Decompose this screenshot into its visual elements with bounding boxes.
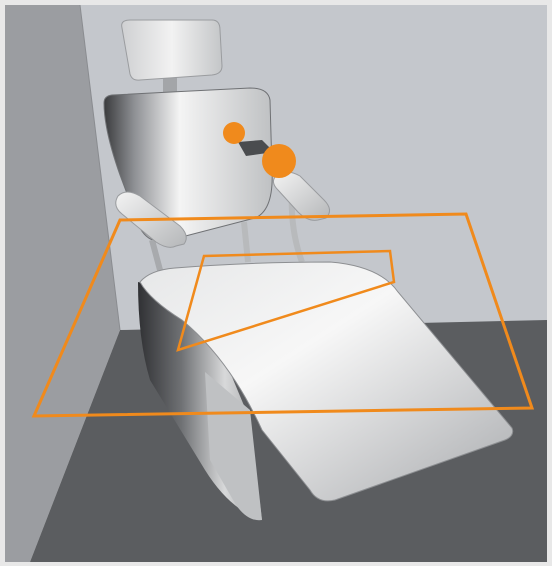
orange-dot-marker-large (262, 144, 296, 178)
orange-dot-marker (223, 122, 245, 144)
headrest (122, 20, 222, 80)
